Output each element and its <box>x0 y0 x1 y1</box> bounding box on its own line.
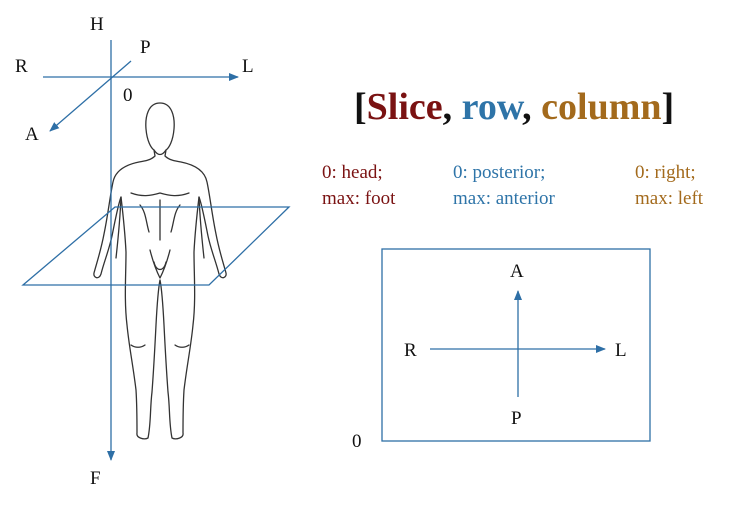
page-title: [Slice, row, column] <box>354 88 674 126</box>
column-legend-line-2: max: left <box>635 188 704 209</box>
slice-anterior-label: A <box>510 261 524 282</box>
row-legend-line-2: max: anterior <box>453 188 555 209</box>
right-label: R <box>15 56 28 77</box>
slice-legend: 0: head; max: foot <box>322 163 395 215</box>
slice-origin-label: 0 <box>352 431 362 452</box>
head-label: H <box>90 14 104 35</box>
slice-frame <box>381 248 651 442</box>
slice-right-label: R <box>404 340 417 361</box>
foot-label: F <box>90 468 101 489</box>
column-legend: 0: right; max: left <box>635 163 703 215</box>
slice-posterior-label: P <box>511 408 522 429</box>
axial-plane <box>21 206 291 286</box>
title-separator-1: , <box>442 86 462 128</box>
human-body-outline <box>93 102 227 440</box>
posterior-anterior-axis <box>49 60 132 132</box>
title-close-bracket: ] <box>661 86 675 128</box>
anterior-label: A <box>25 124 39 145</box>
title-separator-2: , <box>522 86 542 128</box>
row-legend: 0: posterior; max: anterior <box>453 163 555 215</box>
title-column: column <box>541 86 662 128</box>
origin-label: 0 <box>123 85 133 106</box>
slice-left-label: L <box>615 340 627 361</box>
title-slice: Slice <box>366 86 443 128</box>
title-row: row <box>461 86 523 128</box>
row-legend-line-1: 0: posterior; <box>453 162 546 183</box>
column-legend-line-1: 0: right; <box>635 162 696 183</box>
slice-legend-line-1: 0: head; <box>322 162 383 183</box>
slice-legend-line-2: max: foot <box>322 188 396 209</box>
posterior-label: P <box>140 37 151 58</box>
title-open-bracket: [ <box>354 86 367 128</box>
left-label: L <box>242 56 254 77</box>
